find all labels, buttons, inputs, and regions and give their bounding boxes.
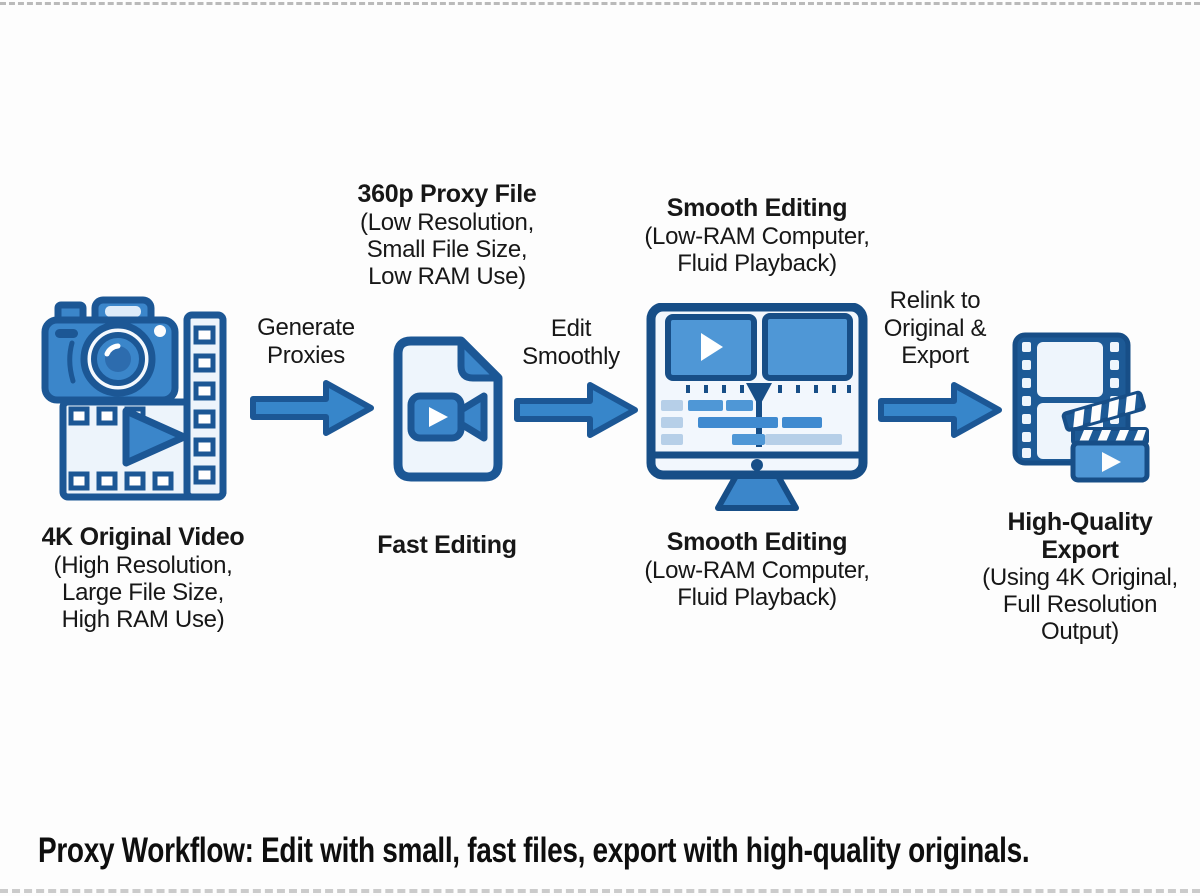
stage-detail-line: High RAM Use): [61, 605, 225, 633]
stage-detail-line: (Low-RAM Computer,: [644, 222, 870, 250]
stage-label-smooth-editing-top: Smooth Editing (Low-RAM Computer, Fluid …: [622, 194, 892, 277]
arrow-right-icon: [248, 377, 376, 439]
camera-filmstrip-icon: [38, 293, 230, 505]
stage-label-smooth-editing-bottom: Smooth Editing (Low-RAM Computer, Fluid …: [622, 528, 892, 611]
stage-detail-line: Fluid Playback): [677, 249, 837, 277]
stage-title: 360p Proxy File: [357, 180, 537, 208]
arrow-right-icon: [876, 379, 1004, 441]
arrow-label-line: Relink to: [889, 287, 981, 314]
stage-label-proxy-file: 360p Proxy File (Low Resolution, Small F…: [338, 180, 556, 290]
arrow-label-line: Generate: [257, 314, 355, 341]
monitor-timeline-icon: [646, 303, 872, 515]
stage-detail-line: Low RAM Use): [368, 262, 526, 290]
bottom-edge-artifact: [0, 889, 1200, 893]
arrow-label-line: Smoothly: [522, 342, 620, 370]
stage-footer-title: Smooth Editing: [666, 528, 848, 556]
arrow-label-edit-smoothly: Edit Smoothly: [506, 315, 636, 370]
stage-detail-line: (Using 4K Original,: [982, 564, 1178, 591]
arrow-label-generate-proxies: Generate Proxies: [240, 314, 372, 369]
stage-footer-fast-editing: Fast Editing: [338, 531, 556, 560]
arrow-label-line: Edit: [550, 315, 592, 342]
arrow-label-line: Proxies: [267, 341, 345, 369]
arrow-label-relink-export: Relink to Original & Export: [864, 287, 1006, 370]
stage-footer-title: Fast Editing: [377, 531, 517, 559]
stage-title: Smooth Editing: [666, 194, 848, 222]
stage-title: 4K Original Video: [41, 523, 245, 551]
diagram-caption: Proxy Workflow: Edit with small, fast fi…: [38, 831, 1030, 870]
stage-detail-line: Small File Size,: [366, 235, 528, 263]
stage-detail-line: Full Resolution: [1002, 591, 1158, 619]
filmstrip-clapperboard-icon: [1010, 326, 1150, 486]
stage-detail-line: Large File Size,: [62, 578, 224, 606]
stage-detail-line: (Low Resolution,: [360, 208, 534, 236]
stage-label-4k-original: 4K Original Video (High Resolution, Larg…: [18, 523, 268, 633]
stage-detail-line: (High Resolution,: [53, 551, 233, 579]
stage-title-line: Export: [1041, 535, 1119, 564]
video-file-icon: [391, 336, 503, 482]
stage-detail-line: Output): [1041, 618, 1119, 646]
arrow-label-line: Export: [901, 342, 969, 370]
stage-detail-line: Fluid Playback): [677, 583, 837, 611]
stage-detail-line: (Low-RAM Computer,: [644, 556, 870, 584]
stage-title-line: High-Quality: [1007, 508, 1153, 536]
top-edge-artifact: [0, 2, 1200, 5]
arrow-right-icon: [512, 379, 640, 441]
stage-label-high-quality-export: High-Quality Export (Using 4K Original, …: [955, 508, 1200, 646]
arrow-label-line: Original &: [883, 314, 987, 342]
